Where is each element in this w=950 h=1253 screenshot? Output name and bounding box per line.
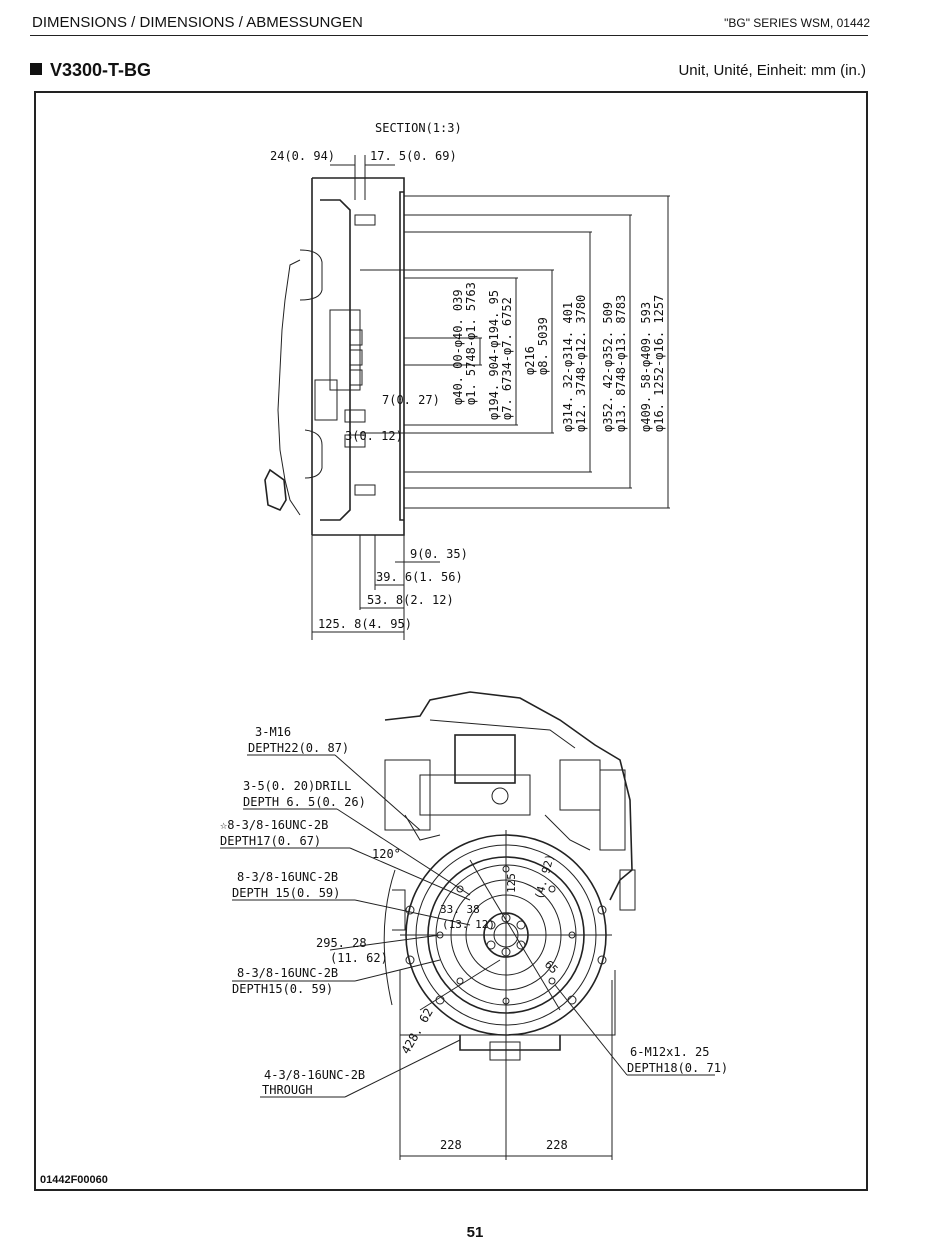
callout-depth15: DEPTH 15(0. 59) bbox=[232, 886, 340, 900]
dim-125: 125 bbox=[505, 873, 518, 893]
callout-unc-depth17: ☆8-3/8-16UNC-2B bbox=[220, 818, 328, 832]
callout-295-28: 295. 28 bbox=[316, 936, 367, 950]
engine-top-outline bbox=[384, 691, 633, 901]
dim-228-right: 228 bbox=[546, 1138, 568, 1152]
model-name: V3300-T-BG bbox=[50, 60, 152, 80]
callout-depth15-b: DEPTH15(0. 59) bbox=[232, 982, 333, 996]
dim-dia-216-mm: φ216 bbox=[523, 346, 537, 375]
dim-dia-314-mm: φ314. 32-φ314. 401 bbox=[561, 302, 575, 432]
dim-dia-216-in: φ8. 5039 bbox=[536, 317, 550, 375]
dim-4-92: (4. 92) bbox=[532, 853, 557, 901]
dim-dia-352-mm: φ352. 42-φ352. 509 bbox=[601, 302, 615, 432]
callout-depth6-5: DEPTH 6. 5(0. 26) bbox=[243, 795, 366, 809]
dim-24: 24(0. 94) bbox=[270, 149, 335, 163]
series-reference: "BG" SERIES WSM, 01442 bbox=[724, 16, 870, 30]
dim-228-left: 228 bbox=[440, 1138, 462, 1152]
callout-m12: 6-M12x1. 25 bbox=[630, 1045, 709, 1059]
dim-3: 3(0. 12) bbox=[345, 429, 403, 443]
callout-3-m16: 3-M16 bbox=[255, 725, 291, 739]
dim-125-8: 125. 8(4. 95) bbox=[318, 617, 412, 631]
dim-13-12: (13. 12) bbox=[442, 918, 495, 931]
section-view: SECTION(1:3) 24(0. 94) 17. 5(0. 69) bbox=[264, 121, 670, 640]
callout-unc-through: 4-3/8-16UNC-2B bbox=[264, 1068, 365, 1082]
dim-dia-194-in: φ7. 6734-φ7. 6752 bbox=[500, 297, 514, 420]
dim-9: 9(0. 35) bbox=[410, 547, 468, 561]
figure-code: 01442F00060 bbox=[40, 1174, 108, 1186]
dim-53-8: 53. 8(2. 12) bbox=[367, 593, 454, 607]
dim-dia-409-mm: φ409. 58-φ409. 593 bbox=[639, 302, 653, 432]
dim-dia-194-mm: φ194. 904-φ194. 95 bbox=[487, 290, 501, 420]
model-heading: V3300-T-BG bbox=[30, 60, 151, 81]
dim-39-6: 39. 6(1. 56) bbox=[376, 570, 463, 584]
dim-17-5: 17. 5(0. 69) bbox=[370, 149, 457, 163]
dim-dia-352-in: φ13. 8748-φ13. 8783 bbox=[614, 295, 628, 432]
callout-angle-120: 120° bbox=[372, 847, 401, 861]
section-header-title: DIMENSIONS / DIMENSIONS / ABMESSUNGEN bbox=[32, 14, 363, 31]
callout-unc-depth15-b: 8-3/8-16UNC-2B bbox=[237, 966, 338, 980]
dim-7: 7(0. 27) bbox=[382, 393, 440, 407]
dim-dia-409-in: φ16. 1252-φ16. 1257 bbox=[652, 295, 666, 432]
callout-depth17: DEPTH17(0. 67) bbox=[220, 834, 321, 848]
dim-dia-40-mm: φ40. 00-φ40. 039 bbox=[451, 289, 465, 405]
engine-block-detail bbox=[454, 734, 516, 784]
bullet-square-icon bbox=[30, 63, 42, 75]
dim-dia-314-in: φ12. 3748-φ12. 3780 bbox=[574, 295, 588, 432]
dim-428-62: 428. 62 bbox=[398, 1006, 435, 1057]
header-rule bbox=[30, 35, 868, 36]
page-number: 51 bbox=[466, 1224, 484, 1241]
callout-drill: 3-5(0. 20)DRILL bbox=[243, 779, 351, 793]
callout-11-62: (11. 62) bbox=[330, 951, 388, 965]
callout-depth22: DEPTH22(0. 87) bbox=[248, 741, 349, 755]
dim-33-38: 33. 38 bbox=[440, 903, 480, 916]
dim-dia-40-in: φ1. 5748-φ1. 5763 bbox=[464, 282, 478, 405]
housing-outline bbox=[311, 177, 405, 536]
callout-depth18: DEPTH18(0. 71) bbox=[627, 1061, 728, 1075]
section-title: SECTION(1:3) bbox=[375, 121, 462, 135]
front-view: 3-M16 DEPTH22(0. 87) 3-5(0. 20)DRILL DEP… bbox=[220, 691, 728, 1160]
unit-label: Unit, Unité, Einheit: mm (in.) bbox=[678, 62, 866, 79]
callout-through: THROUGH bbox=[262, 1083, 313, 1097]
callout-unc-depth15: 8-3/8-16UNC-2B bbox=[237, 870, 338, 884]
drawing-frame bbox=[34, 91, 868, 1191]
